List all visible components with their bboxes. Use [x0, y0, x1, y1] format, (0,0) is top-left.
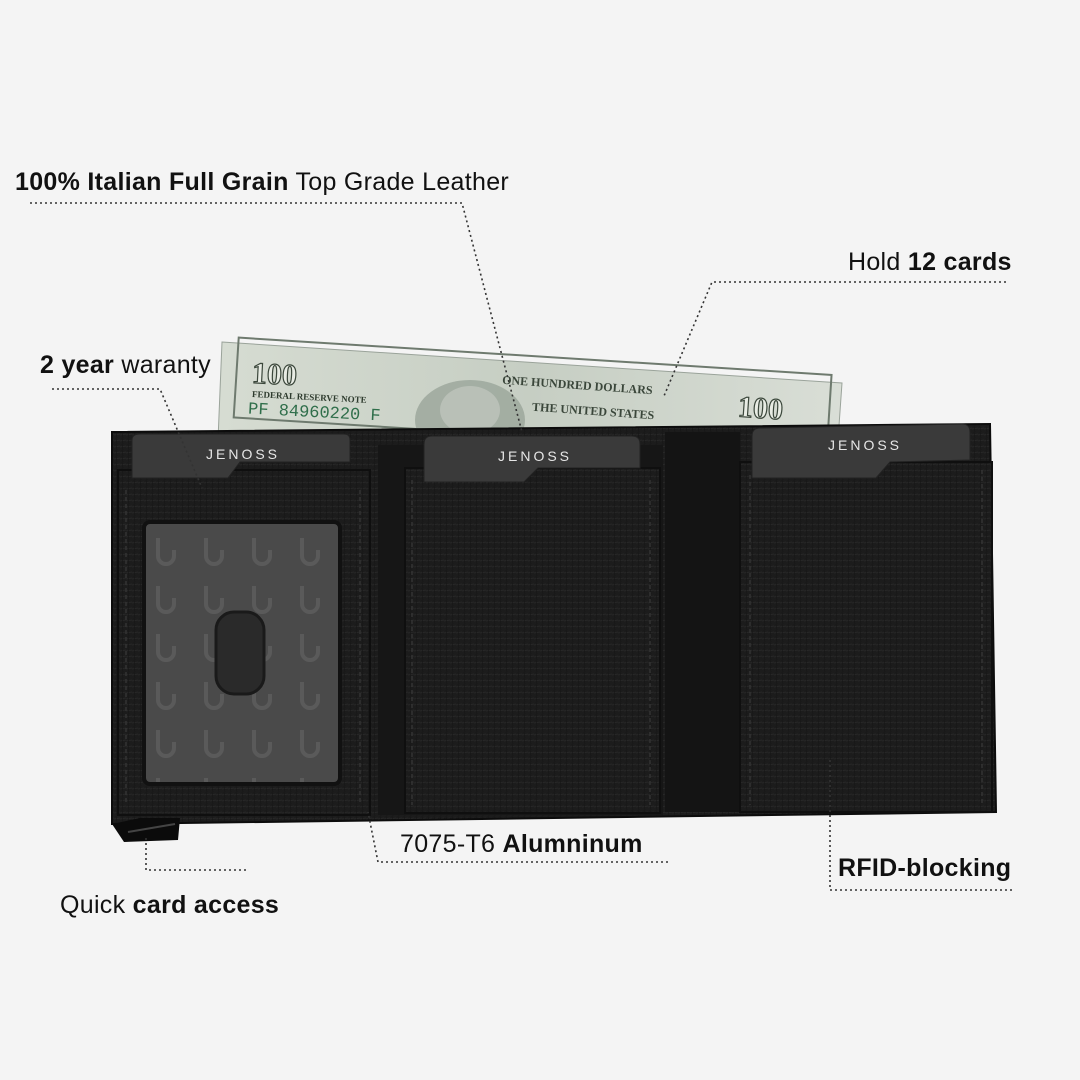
callout-leather-regular: Top Grade Leather	[288, 168, 510, 196]
callout-leather-bold: 100% Italian Full Grain	[15, 168, 289, 196]
callout-cards: Hold 12 cards	[848, 248, 1012, 277]
card-brand-right: JENOSS	[828, 437, 903, 453]
callout-warranty-regular: waranty	[114, 351, 211, 379]
leader-leather	[30, 202, 523, 433]
callout-cards-bold: 12 cards	[907, 248, 1012, 276]
card-brand-left: JENOSS	[206, 446, 281, 462]
leader-cards	[663, 281, 1006, 397]
callout-leather: 100% Italian Full Grain Top Grade Leathe…	[15, 168, 509, 197]
callout-aluminum: 7075-T6 Alumninum	[400, 830, 643, 859]
callout-aluminum-bold: Alumninum	[502, 830, 643, 858]
card-brand-center: JENOSS	[498, 448, 573, 464]
callout-rfid-bold: RFID-blocking	[838, 854, 1012, 882]
callout-access-regular: Quick	[60, 891, 133, 919]
leader-warranty	[52, 388, 203, 489]
card-center	[423, 435, 641, 483]
callout-warranty-bold: 2 year	[40, 351, 115, 379]
callout-warranty: 2 year waranty	[40, 351, 211, 380]
callout-access-bold: card access	[132, 891, 280, 919]
bill-denomination-right: 100	[736, 390, 785, 427]
leader-aluminum	[367, 811, 668, 863]
leader-access	[145, 838, 246, 871]
callout-rfid: RFID-blocking	[838, 854, 1011, 883]
wallet	[111, 422, 998, 842]
bill-denomination-left: 100	[251, 356, 299, 393]
callout-cards-regular: Hold	[848, 248, 908, 276]
leader-rfid	[829, 758, 1012, 891]
callout-access: Quick card access	[60, 891, 279, 920]
card-right	[751, 423, 971, 479]
callout-aluminum-regular: 7075-T6	[400, 830, 503, 858]
card-left	[131, 433, 351, 479]
